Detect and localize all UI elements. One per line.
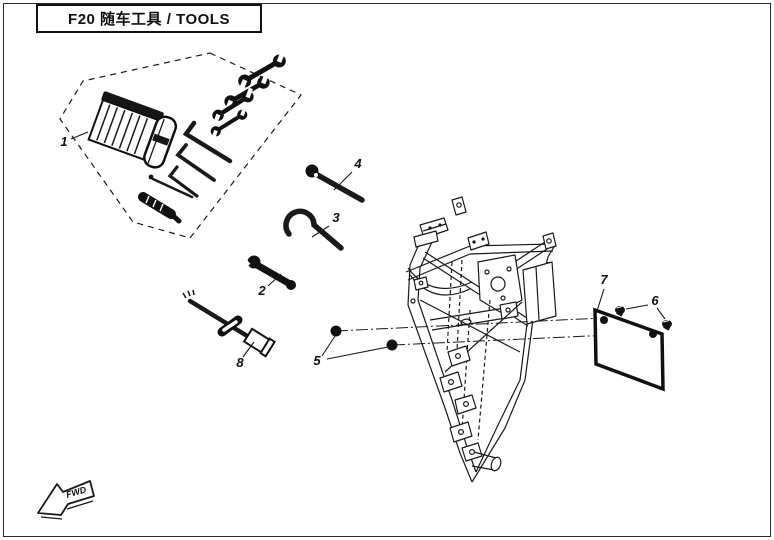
hex-key-large [182,120,233,164]
centerline-lower [392,332,655,346]
mounting-plate [593,288,665,392]
page-border [3,3,771,537]
rivet-fasteners [321,325,398,360]
centerline-upper [335,317,603,332]
callout-2-leader [267,273,282,287]
extension-rod [148,174,194,199]
plate-hole-1 [600,316,608,324]
open-end-wrench-set [210,50,286,140]
callout-6-leader-2 [656,307,666,320]
callout-2: 2 [257,283,266,298]
hex-key-small [167,165,199,198]
rivet-1 [330,325,342,337]
screw-2 [662,320,672,331]
spark-plug-wrench [305,164,365,203]
small-wrench [76,58,296,290]
callout-5: 5 [313,353,321,368]
callout-4-leader [333,171,353,191]
socket-bar-tool [182,289,277,358]
callout-8: 8 [236,355,244,370]
screws-group [615,304,672,331]
wrench-3 [212,87,254,125]
callout-6: 6 [651,293,659,308]
callout-6-leader-1 [625,304,649,310]
callout-5-leader-1 [321,335,336,357]
wrench-1 [238,50,286,92]
screw-1 [615,306,625,317]
hex-key-medium [175,143,216,182]
screwdriver [138,192,182,224]
callout-3-leader [311,225,330,238]
tool-pouch [87,91,178,169]
callout-5-leader-2 [326,346,389,360]
callout-7: 7 [600,272,608,287]
fwd-arrow-icon: FWD [37,480,95,520]
hook-spanner [283,208,344,251]
callout-1: 1 [60,134,67,149]
callout-3: 3 [332,210,340,225]
callout-1-leader [70,131,89,140]
rivet-2 [386,339,398,351]
toolkit-dashed-outline [59,52,302,239]
page-title: F20 随车工具 / TOOLS [68,11,230,28]
plate-hole-2 [649,330,657,338]
toolkit-group [59,50,302,239]
wrench-4 [210,106,248,140]
callout-4: 4 [353,156,362,171]
callout-8-leader [242,341,255,358]
frame-assembly [405,196,557,483]
title-box: F20 随车工具 / TOOLS [36,4,262,33]
callout-7-leader [596,288,605,312]
